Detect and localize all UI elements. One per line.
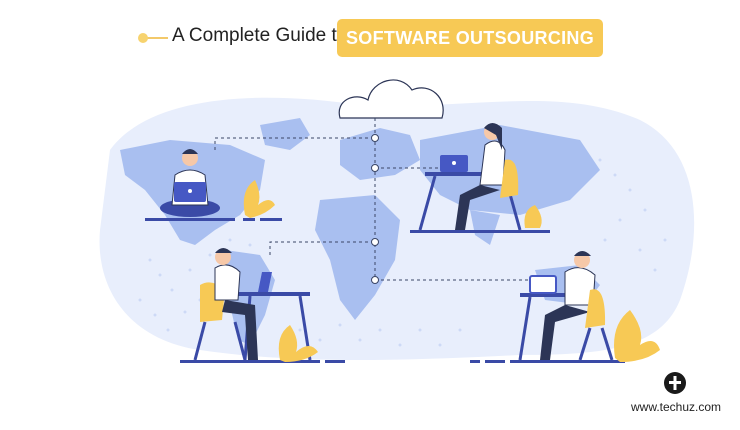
- cloud-icon: [338, 79, 444, 119]
- title-highlight: SOFTWARE OUTSOURCING: [346, 27, 594, 48]
- map-europe: [340, 128, 420, 180]
- worker-top-left: [145, 149, 282, 221]
- website-url[interactable]: www.techuz.com: [630, 400, 722, 414]
- network-nodes: [371, 134, 379, 284]
- map-africa: [315, 195, 400, 320]
- map-greenland: [260, 118, 310, 150]
- outsourcing-illustration: [99, 79, 695, 363]
- worker-bottom-right: [470, 251, 660, 363]
- map-india: [470, 210, 500, 245]
- techuz-logo-icon: [664, 372, 686, 394]
- title-highlight-pill: SOFTWARE OUTSOURCING: [337, 19, 603, 57]
- title-banner: A Complete Guide to SOFTWARE OUTSOURCING: [0, 18, 740, 58]
- worker-top-right: [410, 123, 550, 233]
- worker-bottom-left: [180, 248, 345, 363]
- network-lines: [214, 118, 530, 281]
- title-connector-dot: [138, 33, 148, 43]
- title-prefix: A Complete Guide to: [168, 25, 354, 47]
